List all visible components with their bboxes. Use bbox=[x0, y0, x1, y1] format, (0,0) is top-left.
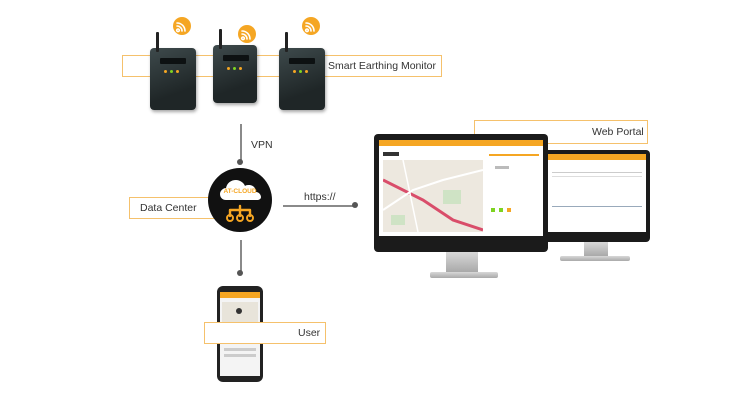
back-monitor-base bbox=[560, 256, 630, 261]
https-connector-line bbox=[283, 205, 355, 207]
map-view bbox=[383, 160, 483, 232]
front-monitor-base bbox=[430, 272, 498, 278]
user-connector-line bbox=[240, 240, 242, 272]
back-monitor bbox=[544, 150, 650, 242]
earthing-monitor-device bbox=[213, 29, 257, 103]
earthing-monitor-device bbox=[279, 32, 325, 110]
back-monitor-stand bbox=[584, 242, 608, 256]
vpn-label: VPN bbox=[251, 139, 273, 151]
connector-dot bbox=[237, 270, 243, 276]
cloud-text: AT-CLOUD bbox=[223, 188, 257, 195]
front-monitor-stand bbox=[446, 252, 478, 272]
data-center-label: Data Center bbox=[140, 202, 197, 214]
wifi-icon bbox=[302, 17, 320, 35]
connector-dot bbox=[237, 159, 243, 165]
web-portal-label: Web Portal bbox=[592, 126, 644, 138]
front-monitor bbox=[374, 134, 548, 252]
wifi-icon bbox=[173, 17, 191, 35]
vpn-connector-line bbox=[240, 124, 242, 160]
smart-earthing-monitor-label: Smart Earthing Monitor bbox=[328, 60, 436, 72]
connector-dot bbox=[352, 202, 358, 208]
user-label: User bbox=[298, 327, 321, 339]
earthing-monitor-device bbox=[150, 32, 196, 110]
cloud-icon bbox=[220, 180, 261, 222]
wifi-icon bbox=[238, 25, 256, 43]
https-label: https:// bbox=[304, 191, 336, 203]
user-box bbox=[204, 322, 326, 344]
at-cloud-icon: AT-CLOUD bbox=[208, 168, 272, 232]
